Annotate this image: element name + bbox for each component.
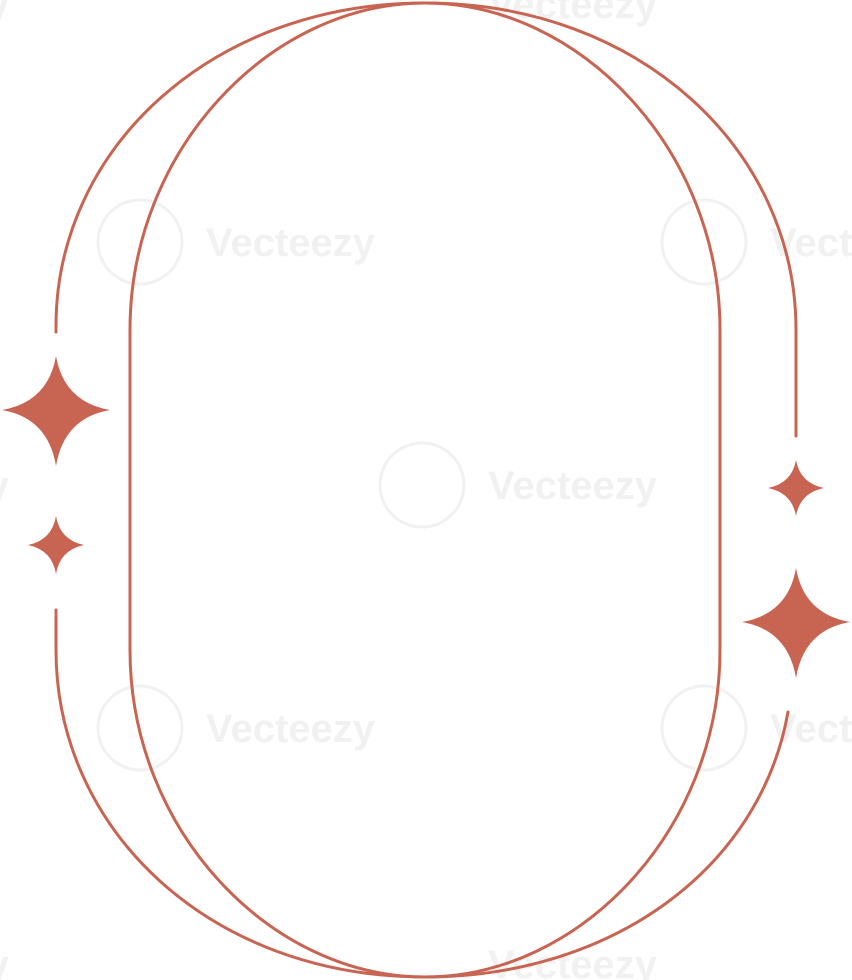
watermark-text: Vecteezy — [488, 464, 658, 508]
watermark-text: Vecteezy — [0, 464, 10, 508]
sparkle-icon — [768, 460, 824, 516]
sparkle-icon — [28, 516, 84, 574]
watermark-text: Vecteezy — [0, 943, 10, 980]
watermark-text: Vecteezy — [770, 707, 852, 751]
sparkle-icon — [742, 568, 850, 678]
watermark-text: Vecteezy — [488, 0, 658, 27]
watermark-text: Vecteezy — [0, 0, 10, 27]
sparkle-icon — [2, 356, 110, 466]
outer-arch-frame — [54, 1, 798, 979]
watermark-text: Vecteezy — [488, 943, 658, 980]
watermark-text: Vecteezy — [206, 707, 376, 751]
watermark-logo — [96, 198, 748, 772]
watermark-text: Vecteezy — [206, 221, 376, 265]
inner-arch-frame — [128, 1, 722, 979]
